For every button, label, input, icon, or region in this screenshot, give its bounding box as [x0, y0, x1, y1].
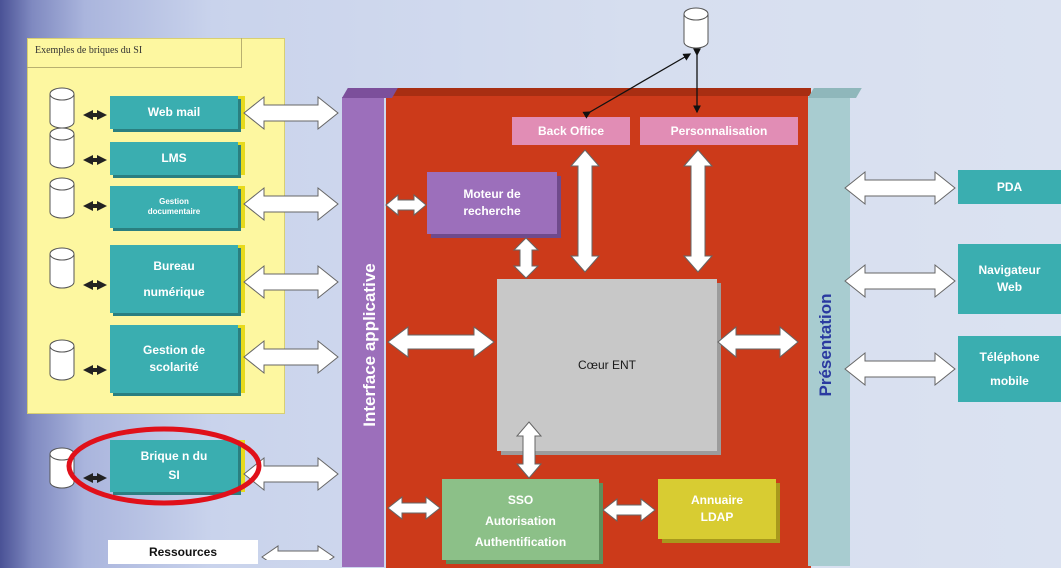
double-arrow-icon: [569, 149, 601, 273]
database-icon: [49, 177, 75, 219]
sso-box: SSO Autorisation Authentification: [442, 479, 599, 560]
highlight-ellipse: [66, 426, 262, 506]
double-arrow-icon: [385, 193, 427, 217]
double-arrow-icon: [387, 495, 441, 521]
connector-back-office-db: [582, 53, 692, 119]
double-arrow-icon: [717, 325, 799, 359]
device-telephone-mobile: Téléphone mobile: [958, 336, 1061, 402]
module-lms: LMS: [110, 142, 238, 175]
double-arrow-icon: [515, 421, 543, 479]
module-shadow: [238, 325, 245, 393]
database-icon: [683, 7, 709, 49]
link-arrow-icon: [83, 365, 107, 375]
module-brique-n: Brique n du SI: [110, 440, 238, 492]
si-bricks-panel-tab: [27, 38, 242, 68]
module-bureau-numerique: Bureau numérique: [110, 245, 238, 313]
annuaire-ldap-box: Annuaire LDAP: [658, 479, 776, 539]
module-webmail: Web mail: [110, 96, 238, 129]
device-pda: PDA: [958, 170, 1061, 204]
database-icon: [49, 87, 75, 129]
back-office-box: Back Office: [512, 117, 630, 145]
module-shadow: [238, 142, 245, 175]
module-shadow: [238, 186, 245, 228]
database-icon: [49, 339, 75, 381]
coeur-ent-box: Cœur ENT: [497, 279, 717, 451]
link-arrow-icon: [83, 110, 107, 120]
double-arrow-icon: [387, 326, 495, 358]
module-gestion-documentaire: Gestion documentaire: [110, 186, 238, 228]
database-icon: [49, 127, 75, 169]
double-arrow-icon: [844, 263, 956, 299]
link-arrow-icon: [83, 201, 107, 211]
double-arrow-icon: [243, 264, 339, 300]
big-arrows: [243, 95, 956, 560]
module-shadow: [238, 440, 245, 492]
link-arrow-icon: [83, 473, 107, 483]
database-icon: [49, 247, 75, 289]
double-arrow-icon: [682, 149, 714, 273]
double-arrow-icon: [243, 95, 339, 131]
link-arrow-icon: [83, 155, 107, 165]
double-arrow-icon: [844, 170, 956, 206]
double-arrow-icon: [243, 339, 339, 375]
double-arrow-icon: [512, 237, 540, 279]
moteur-recherche-box: Moteur de recherche: [427, 172, 557, 234]
personnalisation-box: Personnalisation: [640, 117, 798, 145]
panel-title: Exemples de briques du SI: [35, 45, 143, 56]
device-navigateur-web: Navigateur Web: [958, 244, 1061, 314]
module-gestion-scolarite: Gestion de scolarité: [110, 325, 238, 393]
module-shadow: [238, 245, 245, 313]
double-arrow-icon: [243, 186, 339, 222]
double-arrow-icon: [261, 545, 335, 560]
link-arrow-icon: [83, 280, 107, 290]
double-arrow-icon: [243, 456, 339, 492]
presentation-bar: [808, 96, 850, 566]
module-shadow: [238, 96, 245, 129]
interface-applicative-bar: [342, 97, 384, 567]
double-arrow-icon: [602, 497, 656, 523]
double-arrow-icon: [844, 351, 956, 387]
